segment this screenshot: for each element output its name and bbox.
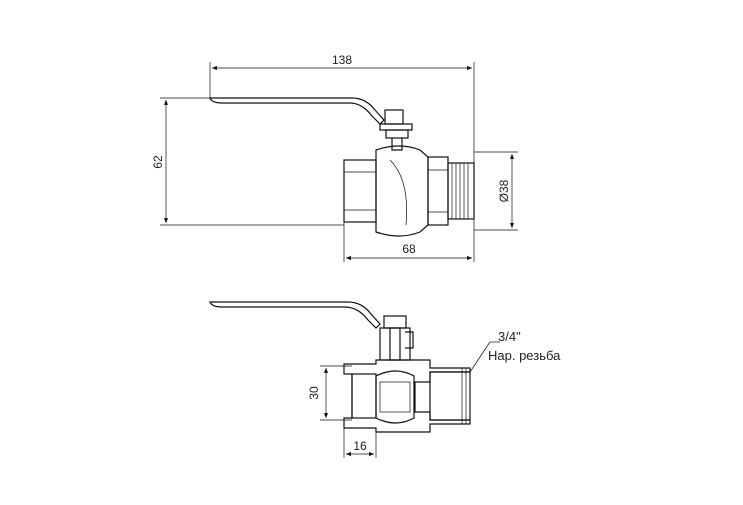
section-lever-handle [209,301,381,329]
section-male-end [429,371,471,421]
dim-socket-depth: 16 [343,428,377,458]
valve-body [375,145,429,237]
valve-side-view: 138 62 Ø38 68 [151,53,518,262]
section-stem [379,327,411,361]
section-ball [375,370,415,424]
stem-washer [379,123,413,131]
dim-body-length: 68 [343,219,475,262]
dim-label-diameter: Ø38 [497,179,511,202]
female-hex-end [343,159,377,223]
dim-overall-length: 138 [209,53,475,163]
stem-nut [384,109,404,125]
dim-label-socket-depth: 16 [353,439,367,453]
section-thread-marks [461,368,467,424]
dim-label-body-length: 68 [402,242,416,256]
dim-diameter: Ø38 [474,151,518,231]
dim-label-bore: 30 [307,386,321,400]
thread-size-label: 3/4" [498,329,521,344]
section-stem-nut [383,315,407,329]
male-thread-end [447,162,475,220]
thread-type-label: Нар. резьба [488,348,561,363]
stop-tab [391,138,403,151]
dim-label-height: 62 [151,155,165,169]
lever-handle [209,97,385,125]
stem-neck [385,129,409,139]
dim-label-overall-length: 138 [332,53,352,67]
valve-section-view: 30 16 3/4" Нар. резьба [209,301,561,458]
dim-height: 62 [151,97,344,226]
thread-note: 3/4" Нар. резьба [469,329,561,373]
union-nut [427,156,449,226]
dim-bore: 30 [307,365,352,421]
thread-marks [451,163,469,219]
